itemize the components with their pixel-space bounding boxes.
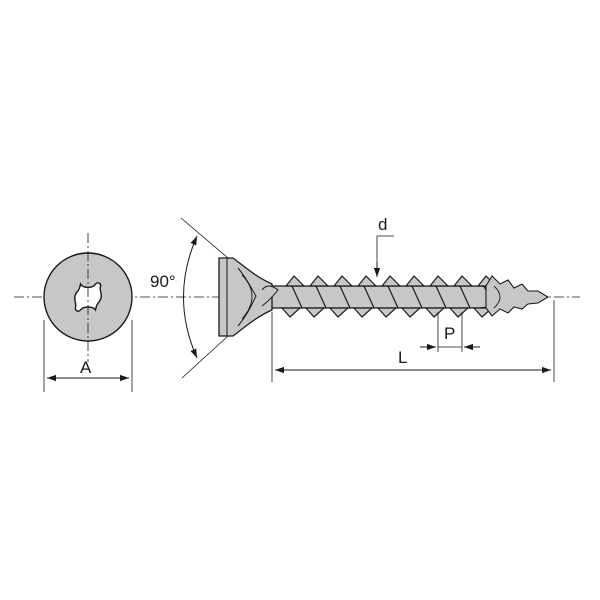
thread-crest <box>376 275 402 318</box>
dimension-l: L <box>271 300 555 382</box>
angle-label: 90° <box>150 272 176 291</box>
thread-crests <box>280 275 498 318</box>
dimension-angle: 90° <box>150 217 229 379</box>
dimension-p: P <box>420 312 480 352</box>
screw-side-view <box>218 257 550 337</box>
thread-crest <box>400 275 426 318</box>
dimension-p-label: P <box>444 324 455 343</box>
dimension-d-label: d <box>378 215 387 234</box>
thread-crest <box>424 275 450 318</box>
screw-head <box>218 257 273 337</box>
thread-crest <box>304 275 330 318</box>
thread-crest <box>352 275 378 318</box>
thread-crest <box>280 275 306 318</box>
thread-crest <box>448 275 474 318</box>
screw-tip-cutters <box>485 275 550 317</box>
angle-arc <box>183 235 198 359</box>
dimension-l-label: L <box>398 348 407 367</box>
head-top-view <box>43 233 133 362</box>
dimension-d: d <box>373 215 394 277</box>
dimension-a-label: A <box>80 358 92 377</box>
dimension-a: A <box>43 320 133 392</box>
thread-crest <box>328 275 354 318</box>
